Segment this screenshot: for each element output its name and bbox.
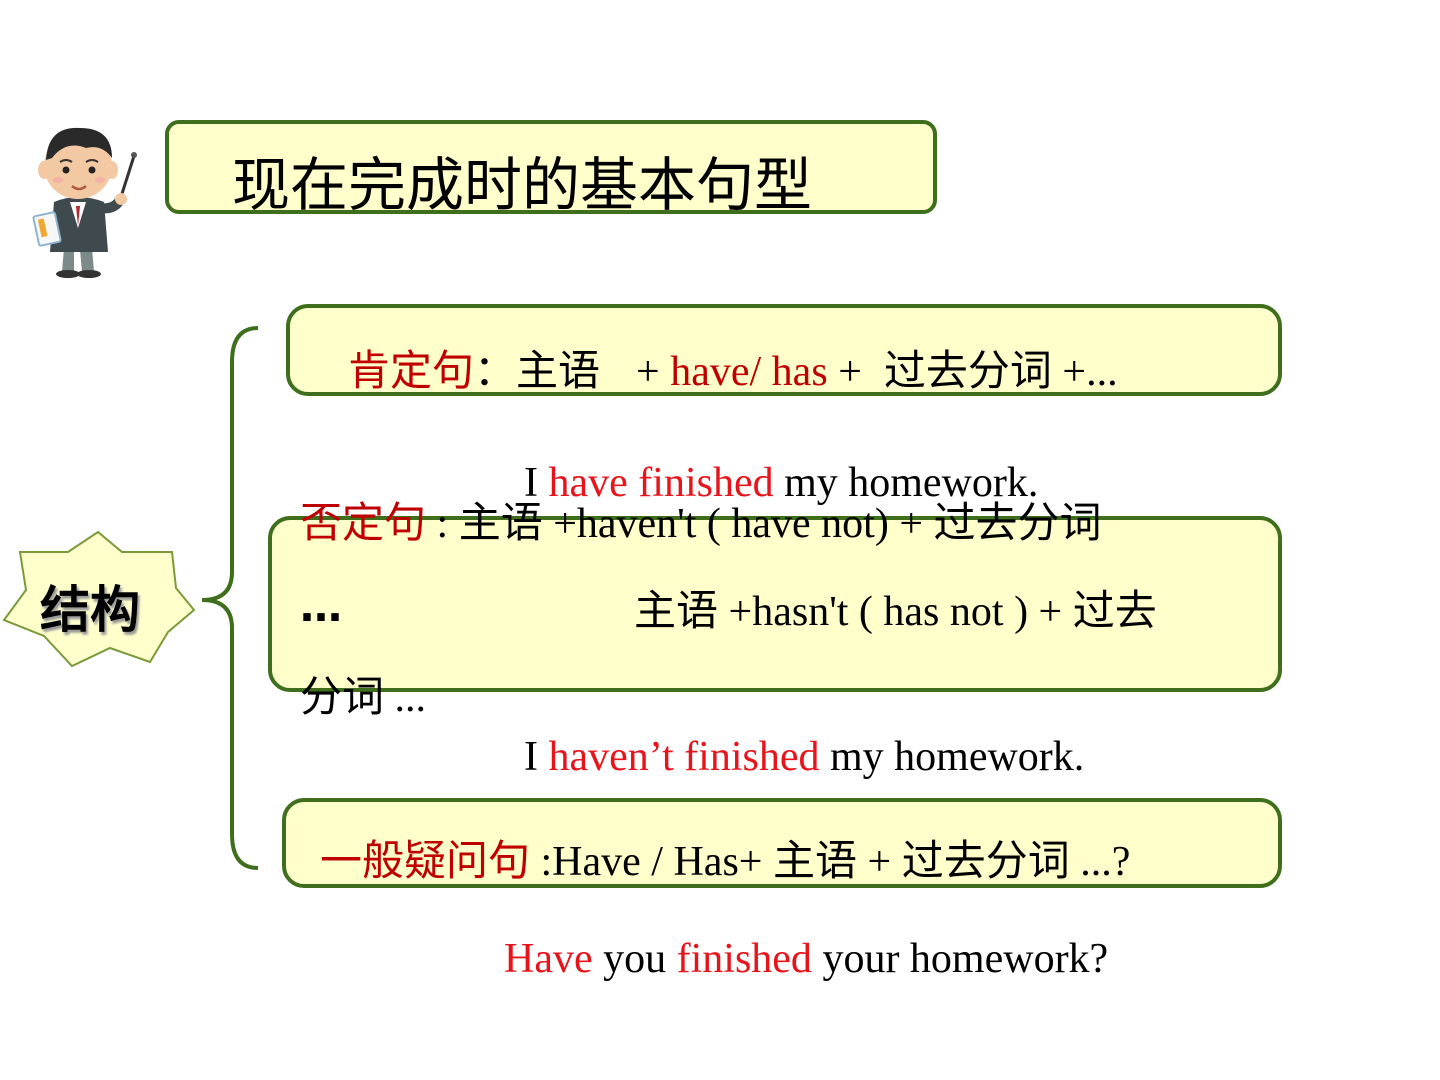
- negative-participle2-b: 分词: [300, 672, 385, 721]
- affirmative-example-post: my homework.: [773, 460, 1039, 506]
- affirmative-example: I have finished my homework.: [524, 462, 1038, 504]
- title-box: [165, 120, 937, 214]
- negative-formula-line1: 否定句 : 主语 +haven't ( have not) + 过去分词: [300, 501, 1102, 547]
- affirmative-label: 肯定句: [348, 346, 475, 395]
- affirmative-example-pre: I: [524, 460, 549, 506]
- question-formula: 一般疑问句 :Have / Has+ 主语 + 过去分词 ...?: [320, 839, 1131, 885]
- negative-formula-line2: 主语 +hasn't ( has not ) + 过去: [634, 589, 1157, 635]
- question-example-verb: finished: [676, 936, 812, 982]
- negative-formula-line3: 分词 ...: [300, 675, 427, 721]
- negative-sep: :: [426, 501, 459, 547]
- affirmative-example-verb: have finished: [548, 460, 774, 506]
- negative-participle2-a: 过去: [1072, 586, 1157, 635]
- question-example-mid: you: [592, 936, 677, 982]
- affirmative-plus2: +: [827, 349, 862, 395]
- starburst-badge-icon: [2, 530, 196, 668]
- question-tail: ...?: [1069, 839, 1131, 885]
- negative-box: [268, 516, 1282, 692]
- question-example-aux: Have: [504, 936, 593, 982]
- question-example: Have you finished your homework?: [504, 938, 1108, 980]
- question-participle: 过去分词: [901, 836, 1070, 885]
- negative-form1: +haven't ( have not) +: [542, 501, 934, 547]
- question-form1: :Have / Has+: [530, 839, 773, 885]
- affirmative-tail: +...: [1051, 349, 1118, 395]
- question-subject: 主语: [772, 836, 857, 885]
- curly-brace-icon: [201, 326, 259, 870]
- affirmative-subject: 主语: [516, 346, 601, 395]
- negative-example-post: my homework.: [819, 734, 1085, 780]
- negative-form2: +hasn't ( has not ) +: [718, 589, 1073, 635]
- negative-tail: ...: [384, 675, 427, 721]
- negative-subject2: 主语: [634, 586, 719, 635]
- negative-example: I haven’t finished my homework.: [524, 736, 1084, 778]
- affirmative-box: [286, 304, 1282, 396]
- negative-participle: 过去分词: [933, 498, 1102, 547]
- negative-dots-text: …: [300, 582, 342, 631]
- affirmative-have-has: have/ has: [670, 349, 828, 395]
- question-box: [282, 798, 1282, 888]
- structure-label: 结构: [40, 581, 140, 639]
- question-example-post: your homework?: [811, 936, 1109, 982]
- negative-example-verb: haven’t finished: [548, 734, 820, 780]
- teacher-with-pointer-icon: [32, 127, 137, 278]
- negative-subject: 主语: [458, 498, 543, 547]
- affirmative-participle: 过去分词: [883, 346, 1052, 395]
- affirmative-plus1: +: [636, 349, 671, 395]
- affirmative-formula: 肯定句：主语 + have/ has + 过去分词 +...: [348, 349, 1118, 395]
- negative-label: 否定句: [300, 498, 427, 547]
- negative-example-pre: I: [524, 734, 549, 780]
- negative-dots: …: [300, 586, 342, 628]
- affirmative-colon: ：: [474, 346, 517, 395]
- page-title: 现在完成时的基本句型: [232, 151, 813, 219]
- question-plus: +: [857, 839, 902, 885]
- question-label: 一般疑问句: [320, 836, 531, 885]
